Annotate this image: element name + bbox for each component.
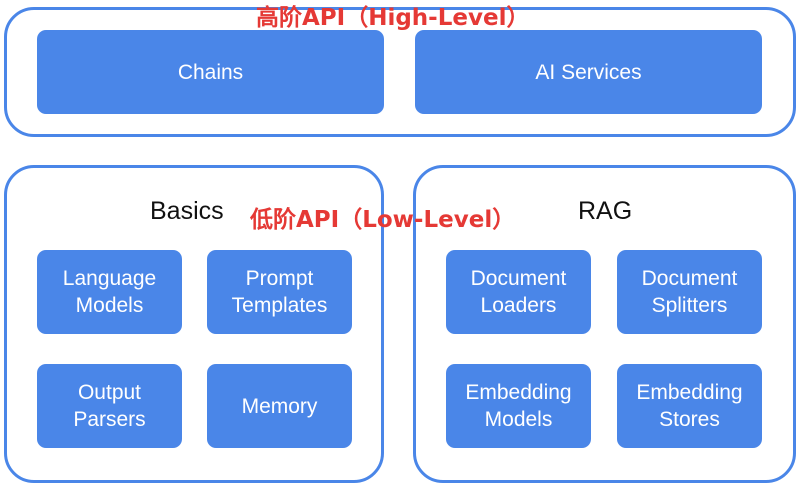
- low-level-api-label: 低阶API（Low-Level）: [250, 207, 516, 233]
- rag-title: RAG: [578, 197, 633, 225]
- memory-box: Memory: [207, 364, 352, 448]
- embedding-stores-box: Embedding Stores: [617, 364, 762, 448]
- embedding-models-box: Embedding Models: [446, 364, 591, 448]
- output-parsers-box: Output Parsers: [37, 364, 182, 448]
- document-splitters-box: Document Splitters: [617, 250, 762, 334]
- basics-title: Basics: [150, 197, 224, 225]
- prompt-templates-box: Prompt Templates: [207, 250, 352, 334]
- language-models-box: Language Models: [37, 250, 182, 334]
- document-loaders-box: Document Loaders: [446, 250, 591, 334]
- ai-services-box: AI Services: [415, 30, 762, 114]
- chains-box: Chains: [37, 30, 384, 114]
- high-level-api-label: 高阶API（High-Level）: [256, 5, 530, 31]
